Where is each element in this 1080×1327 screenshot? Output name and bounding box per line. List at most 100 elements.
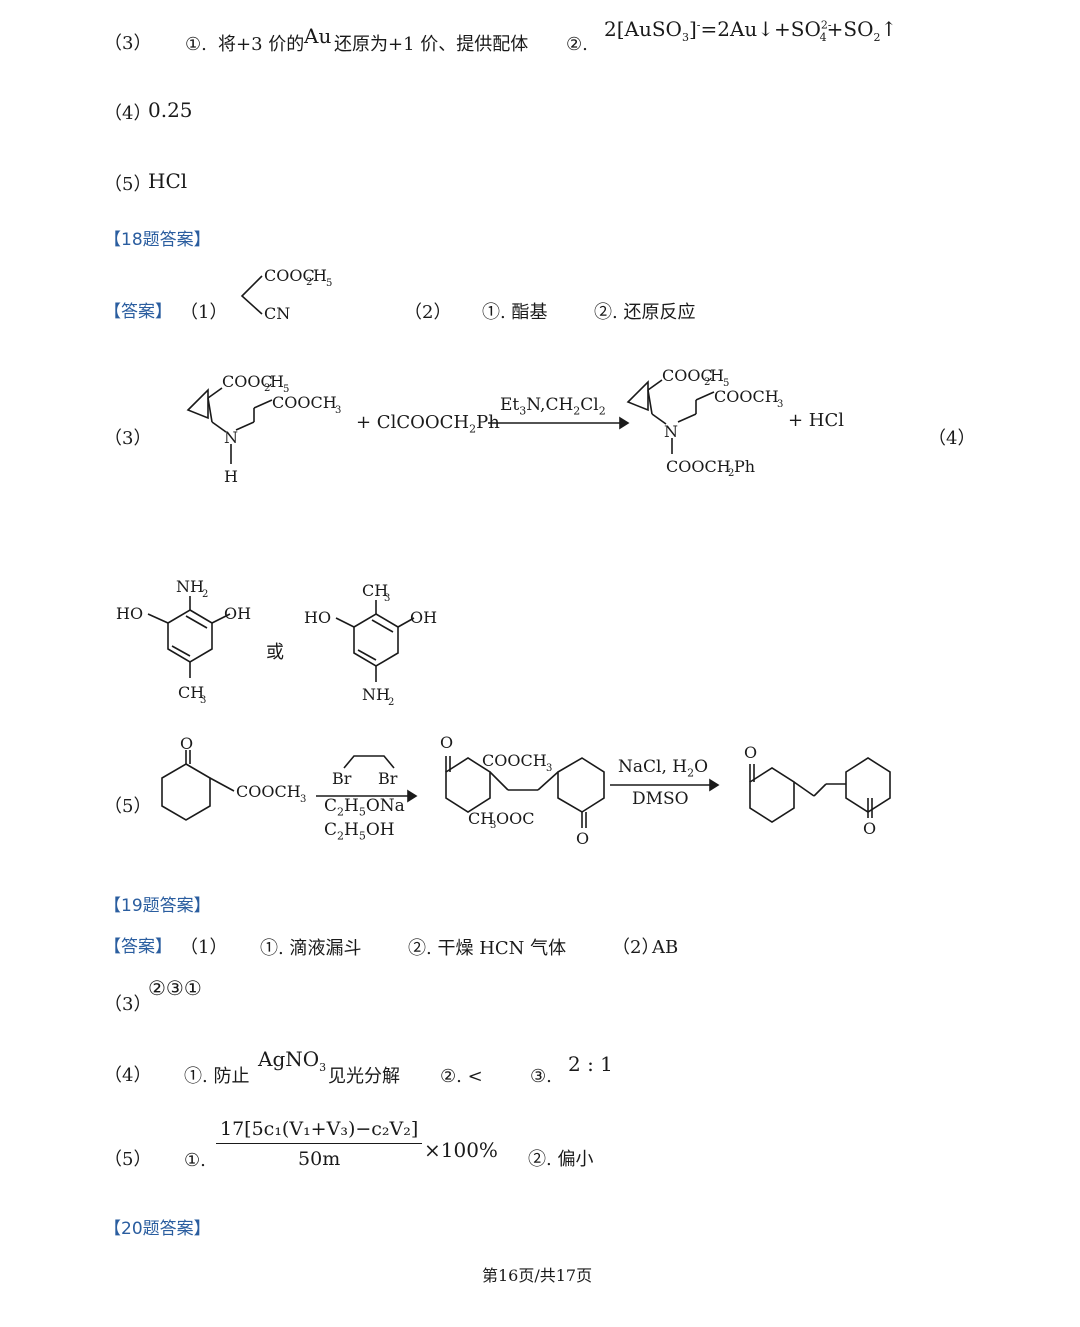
- svg-text:H: H: [313, 266, 327, 285]
- q18-part5-arrow2: [610, 778, 720, 792]
- svg-text:H: H: [710, 366, 724, 385]
- q18-heading: 【18题答案】: [104, 230, 211, 250]
- svg-text:3: 3: [777, 399, 783, 410]
- q17-part3-answer-a-number: ①.: [185, 34, 207, 55]
- svg-text:COOC: COOC: [662, 366, 713, 385]
- svg-text:O: O: [863, 819, 876, 838]
- q19-part1-label: （1）: [180, 937, 228, 958]
- q19-part5-answer-b: ②. 偏小: [528, 1149, 594, 1170]
- page-number: 第16页/共17页: [482, 1266, 593, 1285]
- svg-text:COOCH: COOCH: [666, 457, 731, 476]
- q18-part3-reactant: COOC 2 H 5 COOCH 3 N H: [186, 372, 341, 486]
- q18-part3-label: （3）: [104, 428, 152, 449]
- q18-part5-reactant: O COOCH 3: [161, 734, 306, 821]
- svg-text:COOCH: COOCH: [272, 393, 337, 412]
- svg-text:Br: Br: [378, 769, 398, 788]
- q19-part4-answer-b: ②. <: [440, 1066, 483, 1087]
- q17-part3-label: （3）: [104, 33, 152, 54]
- svg-text:2: 2: [202, 589, 208, 600]
- q19-heading: 【19题答案】: [104, 896, 211, 916]
- q18-part3-hcl: + HCl: [788, 410, 845, 431]
- q17-part3-answer-a-au: Au: [304, 24, 332, 48]
- svg-text:CH: CH: [178, 683, 204, 702]
- q18-part5-label: （5）: [104, 796, 152, 817]
- q18-answer-label: 【答案】: [104, 302, 172, 322]
- q18-part2-label: （2）: [404, 302, 452, 323]
- svg-text:Br: Br: [332, 769, 352, 788]
- svg-text:COOCH: COOCH: [236, 782, 301, 801]
- svg-text:3: 3: [200, 695, 206, 706]
- svg-text:3: 3: [490, 820, 496, 831]
- svg-text:CH: CH: [468, 809, 494, 828]
- q18-part5-intermediate: O COOCH 3 CH 3 OOC O: [440, 733, 605, 848]
- svg-text:3: 3: [384, 593, 390, 604]
- q18-part5-reagent2-top: NaCl, H2O: [618, 757, 709, 780]
- svg-text:COOC: COOC: [264, 266, 315, 285]
- q18-part5-product: O O: [744, 743, 891, 838]
- q18-part5-reagent-dibromoethane: Br Br: [332, 755, 398, 788]
- q19-part3-label: （3）: [104, 994, 152, 1015]
- svg-text:Ph: Ph: [734, 457, 755, 476]
- svg-text:O: O: [180, 734, 193, 753]
- svg-text:CN: CN: [264, 304, 290, 323]
- q18-part5-condition2: C2H5OH: [324, 820, 395, 843]
- q19-part2-value: AB: [652, 937, 679, 958]
- svg-text:COOCH: COOCH: [482, 751, 547, 770]
- q17-part3-answer-b-number: ②.: [566, 34, 588, 55]
- q19-part1-answer-b: ②. 干燥 HCN 气体: [408, 938, 567, 959]
- svg-text:OOC: OOC: [496, 809, 534, 828]
- q19-answer-label: 【答案】: [104, 937, 172, 957]
- svg-text:HO: HO: [116, 604, 143, 623]
- q19-part4-answer-a-tail: 见光分解: [328, 1066, 400, 1087]
- q19-part4-label: （4）: [104, 1065, 152, 1086]
- q19-part5-answer-a-number: ①.: [184, 1150, 206, 1171]
- svg-text:5: 5: [283, 384, 289, 395]
- svg-text:2: 2: [728, 468, 734, 479]
- svg-text:COOCH: COOCH: [714, 387, 779, 406]
- svg-text:CH: CH: [362, 581, 388, 600]
- svg-text:3: 3: [300, 794, 306, 805]
- q19-part4-answer-c-number: ③.: [530, 1066, 552, 1087]
- svg-text:OH: OH: [410, 608, 437, 627]
- q19-part5-fraction-numerator: 17[5c₁(V₁+V₃)−c₂V₂]: [216, 1118, 423, 1144]
- q19-part4-answer-a: ①. 防止: [184, 1066, 250, 1087]
- svg-text:3: 3: [335, 405, 341, 416]
- q19-part4-answer-c-value: 2 : 1: [568, 1052, 613, 1076]
- q18-part5-condition1: C2H5ONa: [324, 796, 405, 819]
- q18-part3-reagent: + ClCOOCH2Ph: [356, 412, 500, 436]
- q19-part1-answer-a: ①. 滴液漏斗: [260, 938, 362, 959]
- q20-heading: 【20题答案】: [104, 1219, 211, 1239]
- q18-part4-structure-b: CH 3 HO OH NH 2: [304, 581, 437, 708]
- svg-text:O: O: [440, 733, 453, 752]
- q17-part3-answer-a-text: 将+3 价的: [218, 34, 305, 55]
- svg-text:O: O: [576, 829, 589, 848]
- svg-text:2: 2: [306, 277, 312, 288]
- q17-part5-value: HCl: [148, 169, 188, 193]
- q18-part1-label: （1）: [180, 302, 228, 323]
- q19-part2-label: （2）: [612, 937, 660, 958]
- svg-text:N: N: [664, 422, 678, 441]
- q18-part5-reagent2-bottom: DMSO: [632, 789, 689, 809]
- q19-part5-label: （5）: [104, 1149, 152, 1170]
- q19-part5-fraction: 17[5c₁(V₁+V₃)−c₂V₂] 50m: [216, 1118, 423, 1170]
- q18-part3-product: COOC 2 H 5 COOCH 3 N COOCH 2 Ph: [626, 366, 783, 479]
- svg-text:3: 3: [546, 763, 552, 774]
- q18-part4-structure-a: NH 2 HO OH CH 3: [116, 577, 251, 706]
- svg-text:NH: NH: [176, 577, 204, 596]
- q19-part5-fraction-denominator: 50m: [298, 1148, 341, 1170]
- q19-part5-percent: ×100%: [424, 1138, 498, 1162]
- q17-part4-value: 0.25: [148, 98, 193, 122]
- svg-text:2: 2: [264, 383, 270, 394]
- svg-text:OH: OH: [224, 604, 251, 623]
- q18-part4-or: 或: [266, 642, 284, 663]
- svg-text:O: O: [744, 743, 757, 762]
- q17-part5-label: （5）: [104, 174, 152, 195]
- q17-part4-label: （4）: [104, 103, 152, 124]
- q18-part2-answer-a: ①. 酯基: [482, 302, 548, 323]
- q19-part4-agno3: AgNO3: [258, 1047, 327, 1074]
- q18-part4-label: （4）: [928, 428, 976, 449]
- q19-part3-value: ②③①: [148, 976, 202, 1000]
- svg-text:5: 5: [723, 378, 729, 389]
- q18-part3-conditions: Et3N,CH2Cl2: [500, 395, 606, 418]
- q18-part2-answer-b: ②. 还原反应: [594, 302, 696, 323]
